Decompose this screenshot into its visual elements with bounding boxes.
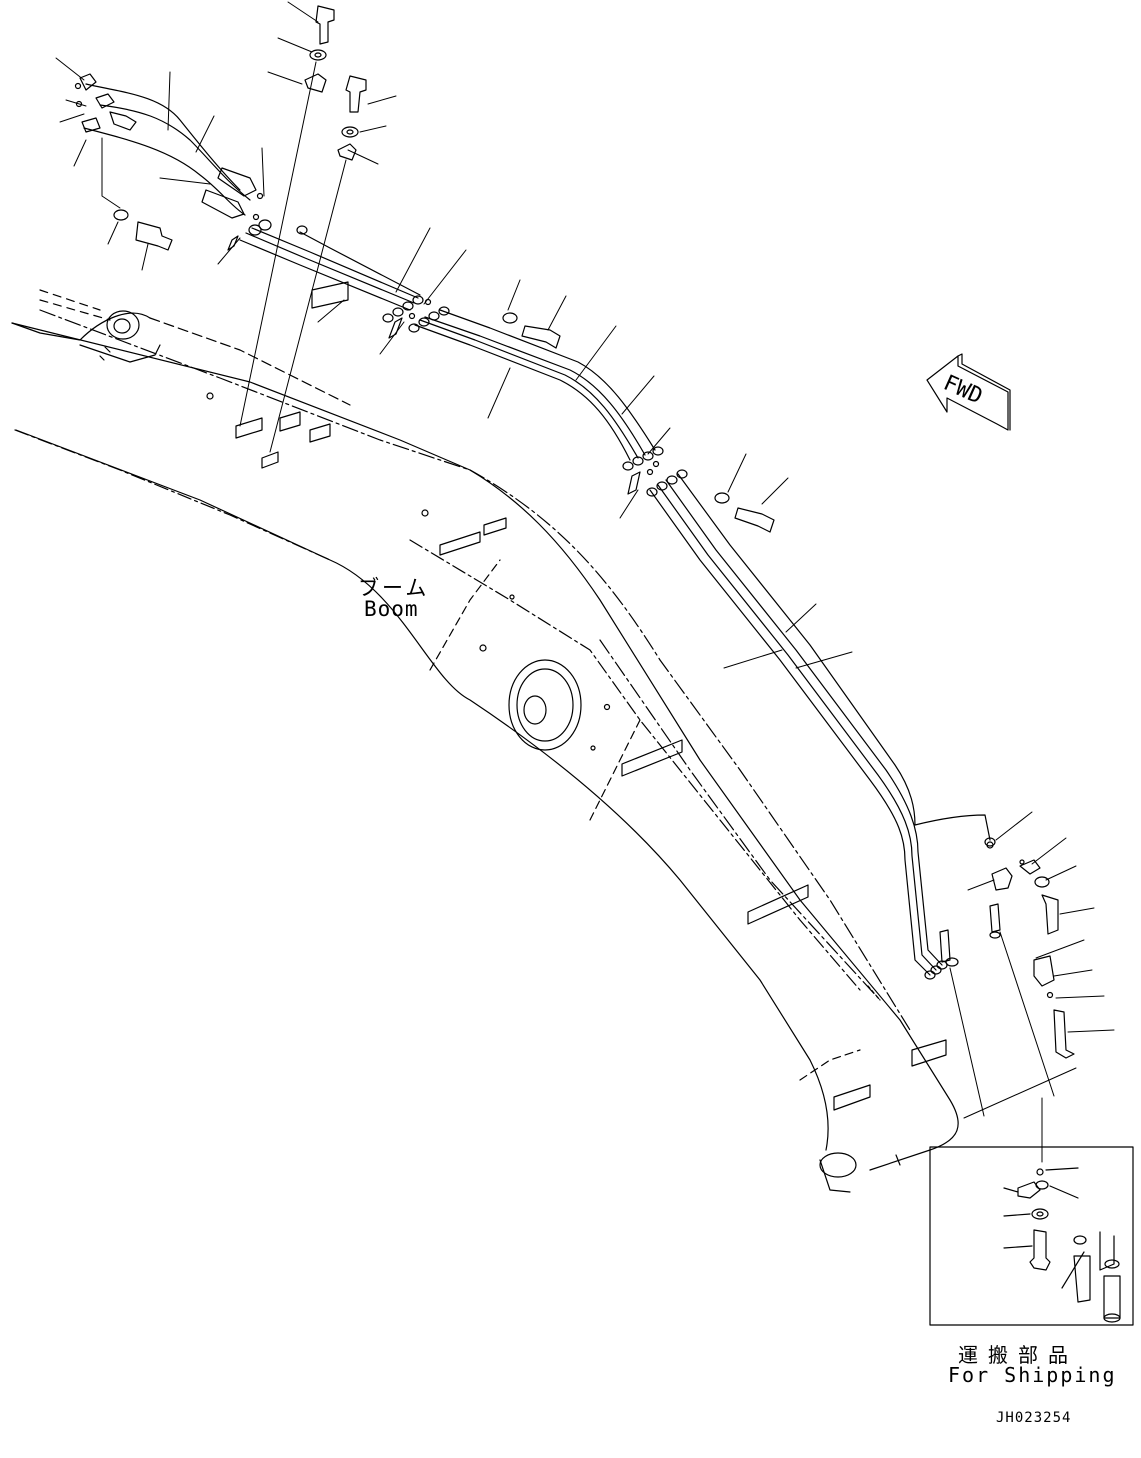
pipe-flanges — [248, 219, 996, 980]
fwd-direction-arrow: FWD — [926, 353, 1011, 431]
hydraulic-hoses-upper — [83, 83, 421, 311]
shipping-parts-box — [929, 1146, 1134, 1326]
hydraulic-tubes-middle — [414, 309, 656, 461]
hydraulic-tubes-lower — [649, 473, 991, 976]
boom-label-japanese: ブーム — [358, 576, 430, 600]
leader-lines — [55, 1, 1115, 1163]
boom-clamp-brackets — [235, 411, 947, 1111]
for-shipping-label-japanese: 運搬部品 — [958, 1343, 1078, 1367]
drawing-number: JH023254 — [996, 1410, 1072, 1426]
for-shipping-label-english: For Shipping — [948, 1363, 1117, 1387]
gasket-plates — [227, 235, 641, 495]
boom-outline — [11, 289, 959, 1193]
bolts-and-washers — [74, 5, 1075, 1059]
boom-label-english: Boom — [364, 597, 419, 621]
